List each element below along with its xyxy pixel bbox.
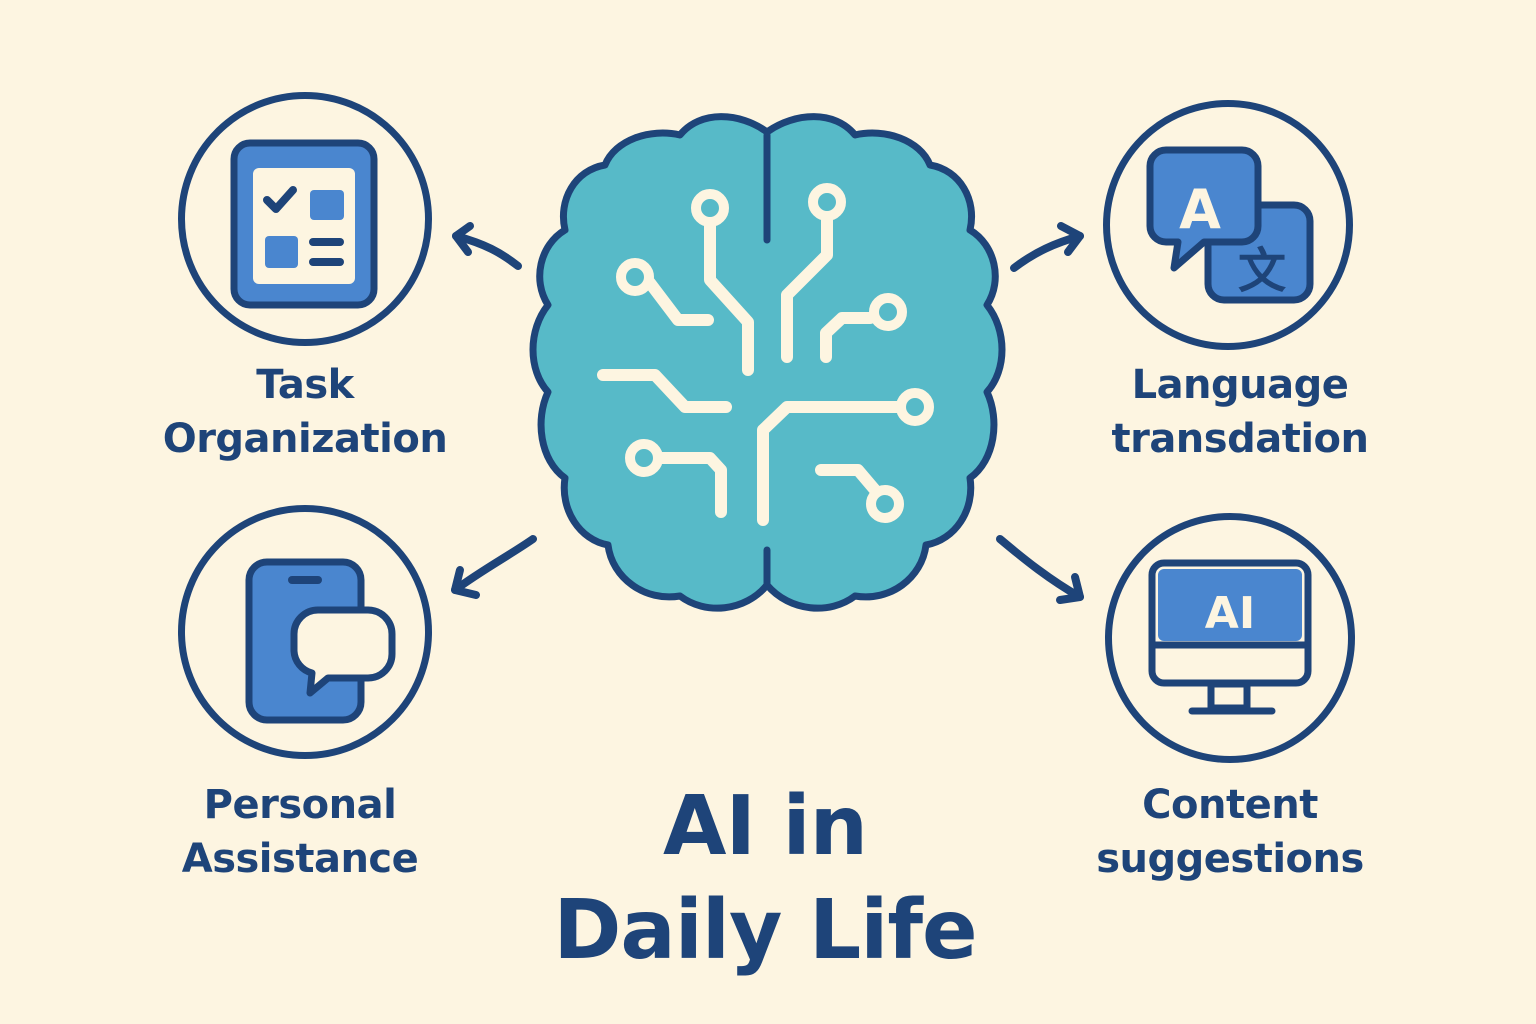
icon-ring [178, 505, 432, 759]
label-line-2: Assistance [181, 836, 419, 882]
circuit-lines [597, 206, 906, 526]
label-line-1: Task [256, 362, 354, 408]
feature-label: Content suggestions [1050, 778, 1410, 886]
feature-label: Language transdation [1060, 358, 1420, 466]
icon-ring [1105, 513, 1355, 763]
icon-ring [178, 92, 432, 346]
cjk-glyph: 文 [1238, 243, 1286, 299]
page-title: AI in Daily Life [500, 775, 1030, 983]
icon-ring [1103, 100, 1353, 350]
latin-glyph: A [1179, 178, 1221, 241]
label-line-2: transdation [1111, 416, 1369, 462]
label-line-2: Organization [162, 416, 448, 462]
title-line-2: Daily Life [553, 883, 977, 978]
title-line-1: AI in [662, 779, 868, 874]
label-line-2: suggestions [1096, 836, 1364, 882]
circuit-nodes [616, 183, 934, 523]
label-line-1: Personal [203, 782, 397, 828]
label-line-1: Language [1131, 362, 1349, 408]
feature-label: Personal Assistance [125, 778, 475, 886]
screen-text: AI [1205, 588, 1255, 639]
label-line-1: Content [1142, 782, 1318, 828]
feature-label: Task Organization [130, 358, 480, 466]
